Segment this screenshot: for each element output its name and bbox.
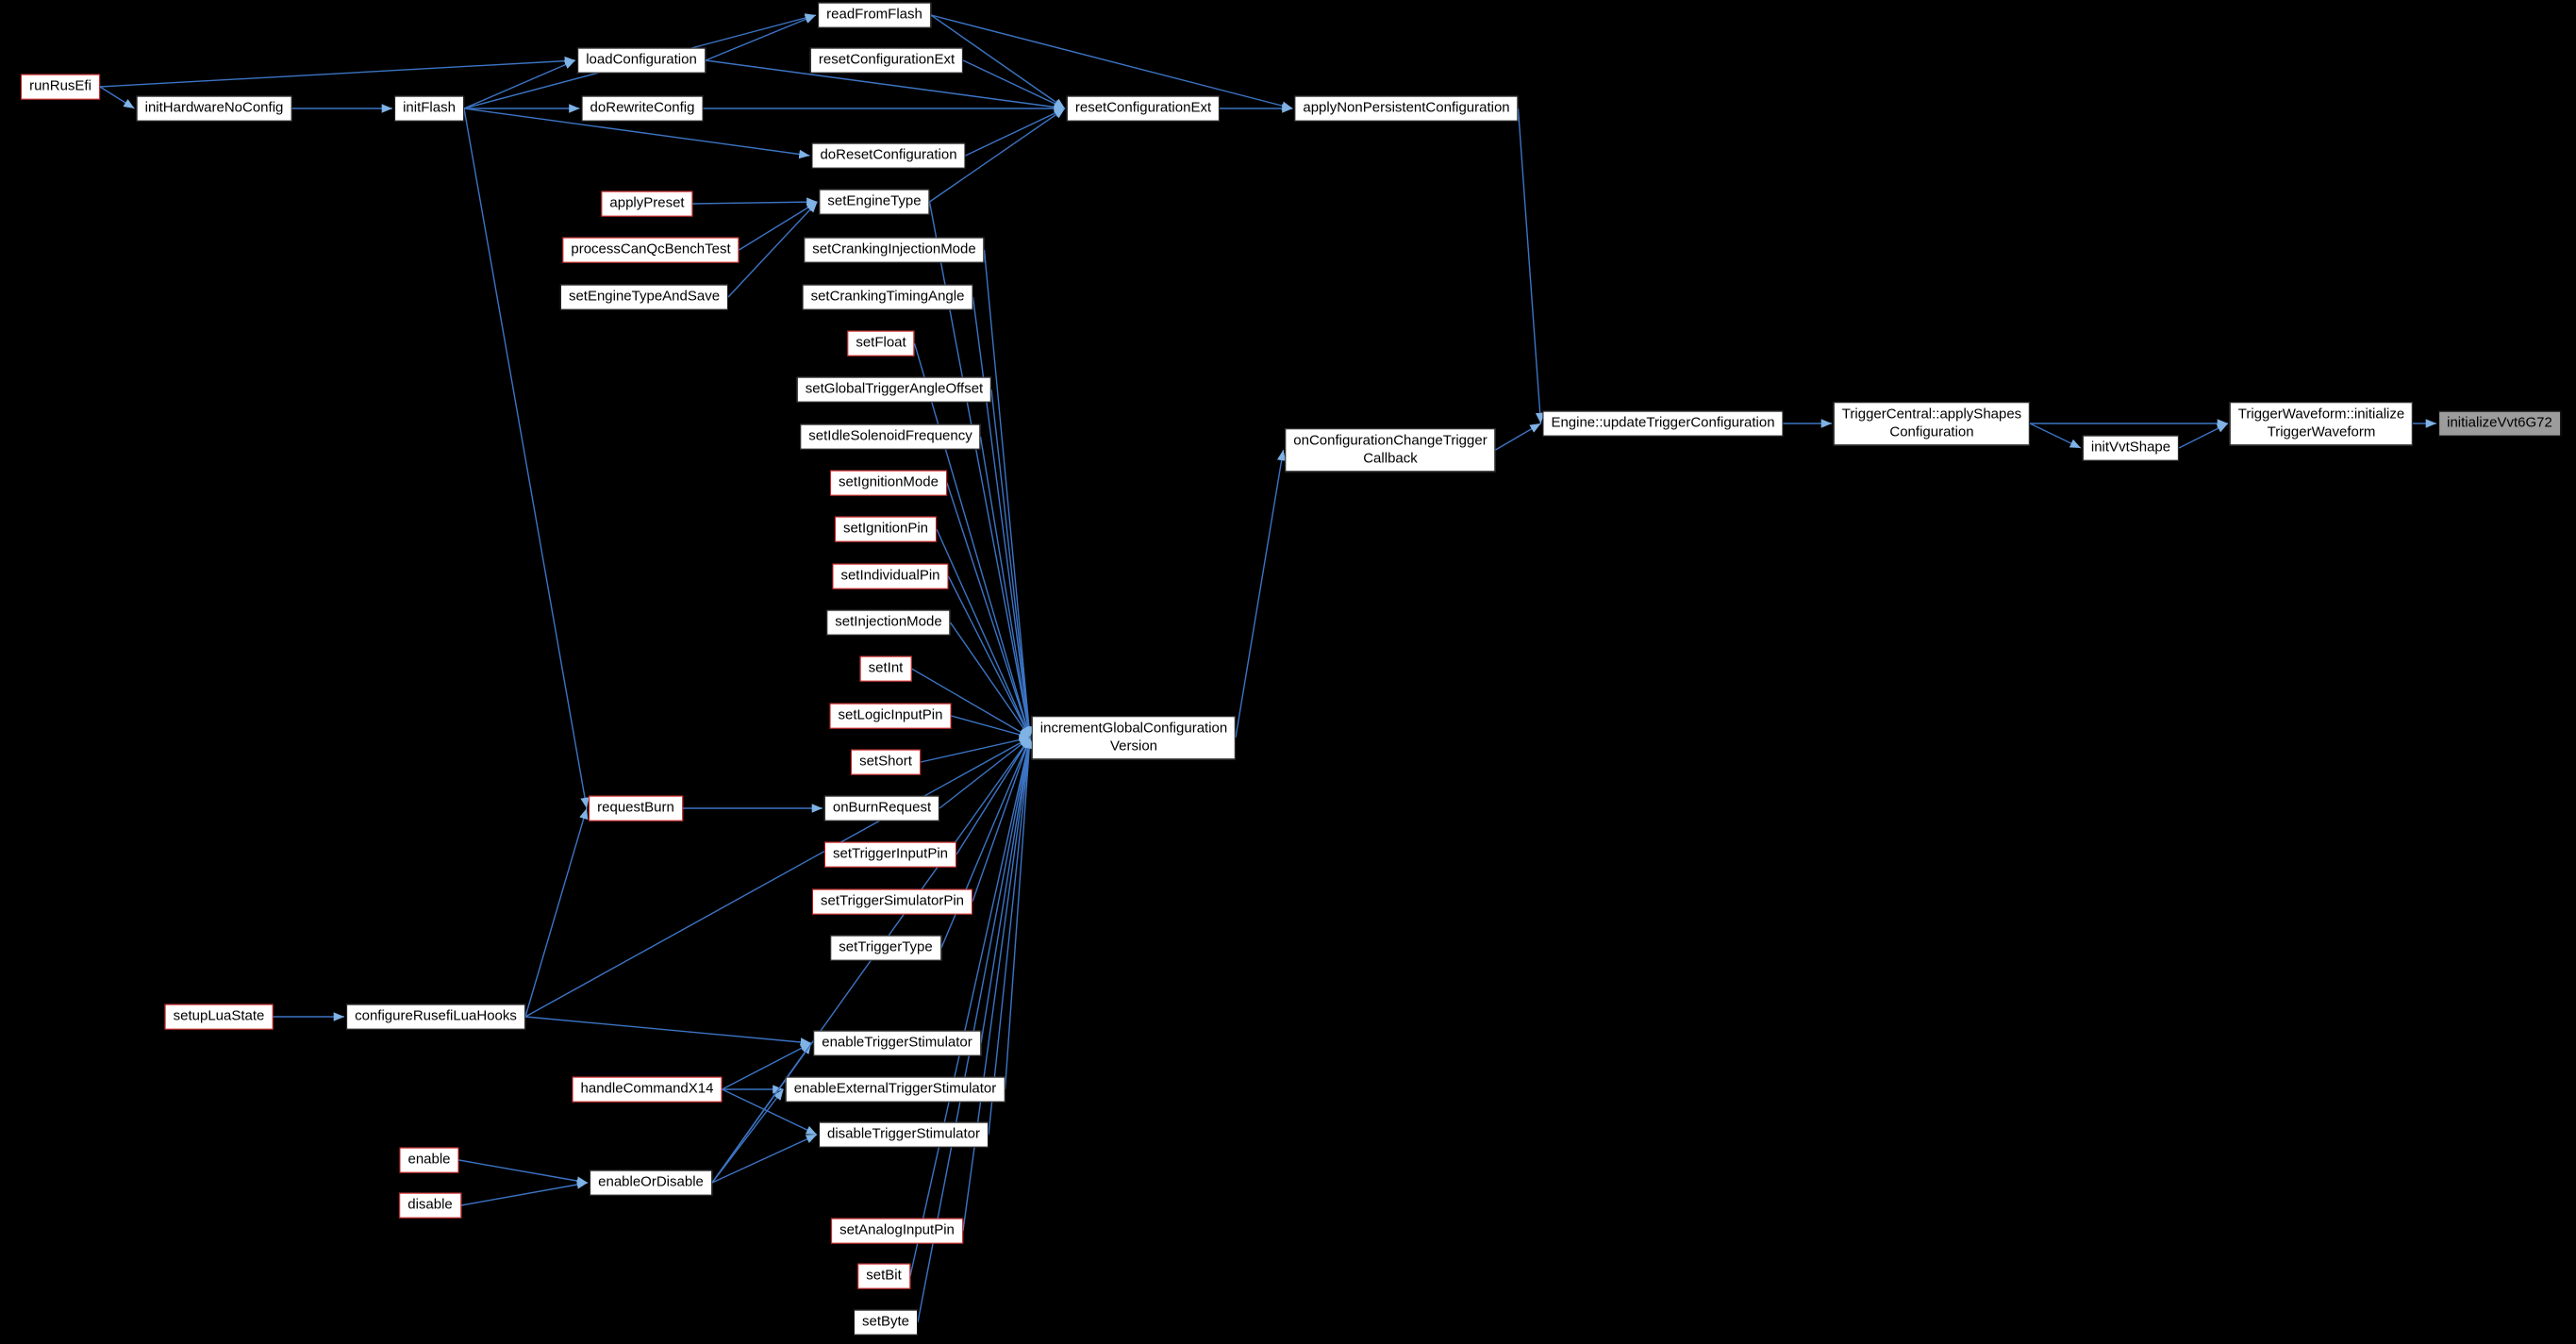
graph-node-setAnalogInputPin[interactable]: setAnalogInputPin bbox=[831, 1218, 963, 1244]
graph-node-doResetConfiguration[interactable]: doResetConfiguration bbox=[811, 142, 966, 169]
graph-node-incrementGlobalConfigurationVersion[interactable]: incrementGlobalConfiguration Version bbox=[1031, 716, 1237, 759]
graph-node-doRewriteConfig[interactable]: doRewriteConfig bbox=[581, 95, 704, 122]
graph-node-resetConfigurationExt1[interactable]: resetConfigurationExt bbox=[809, 47, 964, 74]
graph-node-onConfigurationChangeTriggerCallback[interactable]: onConfigurationChangeTrigger Callback bbox=[1285, 428, 1496, 472]
call-edge-configureRusefiLuaHooks-to-enableTriggerStimulator bbox=[524, 1016, 812, 1047]
call-edge-applyNonPersistentConfiguration-to-engineUpdateTriggerConfiguration bbox=[1517, 108, 1545, 424]
call-edge-loadConfiguration-to-resetConfigurationExt2 bbox=[705, 59, 1066, 112]
graph-node-applyPreset[interactable]: applyPreset bbox=[601, 191, 693, 217]
call-edge-handleCommandX14-to-enableTriggerStimulator bbox=[722, 1042, 812, 1090]
call-edge-enableOrDisable-to-disableTriggerStimulator bbox=[711, 1134, 818, 1184]
graph-node-triggerCentralApplyShapesConfiguration[interactable]: TriggerCentral::applyShapes Configuratio… bbox=[1833, 402, 2031, 445]
call-edge-doResetConfiguration-to-resetConfigurationExt2 bbox=[965, 108, 1066, 157]
call-edge-loadConfiguration-to-readFromFlash bbox=[705, 14, 817, 61]
graph-node-setGlobalTriggerAngleOffset[interactable]: setGlobalTriggerAngleOffset bbox=[796, 376, 992, 403]
call-edge-setIndividualPin-to-incrementGlobalConfigurationVersion bbox=[947, 575, 1031, 738]
graph-node-setEngineType[interactable]: setEngineType bbox=[819, 189, 930, 215]
graph-node-setShort[interactable]: setShort bbox=[851, 749, 921, 775]
graph-node-setBit[interactable]: setBit bbox=[857, 1263, 910, 1289]
call-edge-setGlobalTriggerAngleOffset-to-incrementGlobalConfigurationVersion bbox=[990, 389, 1034, 738]
call-edge-initFlash-to-requestBurn bbox=[463, 108, 590, 809]
call-edge-setTriggerSimulatorPin-to-incrementGlobalConfigurationVersion bbox=[972, 737, 1031, 903]
graph-node-engineUpdateTriggerConfiguration[interactable]: Engine::updateTriggerConfiguration bbox=[1542, 410, 1784, 437]
call-edge-setBit-to-incrementGlobalConfigurationVersion bbox=[909, 737, 1033, 1277]
call-edge-handleCommandX14-to-disableTriggerStimulator bbox=[722, 1088, 818, 1136]
call-edge-setCrankingTimingAngle-to-incrementGlobalConfigurationVersion bbox=[972, 296, 1034, 738]
graph-node-requestBurn[interactable]: requestBurn bbox=[589, 795, 683, 821]
call-edge-configureRusefiLuaHooks-to-incrementGlobalConfigurationVersion bbox=[524, 737, 1031, 1018]
graph-node-initHardwareNoConfig[interactable]: initHardwareNoConfig bbox=[136, 95, 292, 122]
call-edge-onConfigurationChangeTriggerCallback-to-engineUpdateTriggerConfiguration bbox=[1495, 423, 1541, 451]
call-edge-setCrankingInjectionMode-to-incrementGlobalConfigurationVersion bbox=[983, 249, 1034, 738]
call-edge-initFlash-to-loadConfiguration bbox=[463, 59, 576, 109]
graph-node-setInjectionMode[interactable]: setInjectionMode bbox=[826, 609, 951, 636]
graph-node-triggerWaveformInitializeTriggerWaveform[interactable]: TriggerWaveform::initialize TriggerWavef… bbox=[2229, 402, 2414, 445]
graph-node-setCrankingTimingAngle[interactable]: setCrankingTimingAngle bbox=[802, 284, 973, 310]
call-edge-setTriggerInputPin-to-incrementGlobalConfigurationVersion bbox=[956, 737, 1031, 855]
graph-node-initializeVvt6G72: initializeVvt6G72 bbox=[2438, 410, 2561, 437]
call-edge-setIgnitionMode-to-incrementGlobalConfigurationVersion bbox=[946, 482, 1032, 738]
call-edge-runRusEfi-to-initHardwareNoConfig bbox=[99, 86, 135, 109]
call-edge-disable-to-enableOrDisable bbox=[460, 1180, 589, 1206]
call-edge-processCanQcBenchTest-to-setEngineType bbox=[739, 201, 818, 251]
call-edge-setInt-to-incrementGlobalConfigurationVersion bbox=[911, 668, 1031, 738]
call-edge-setIdleSolenoidFrequency-to-incrementGlobalConfigurationVersion bbox=[979, 436, 1033, 738]
graph-node-initFlash[interactable]: initFlash bbox=[394, 95, 464, 122]
graph-node-setTriggerInputPin[interactable]: setTriggerInputPin bbox=[823, 841, 957, 868]
graph-node-setCrankingInjectionMode[interactable]: setCrankingInjectionMode bbox=[804, 237, 985, 263]
call-edge-setFloat-to-incrementGlobalConfigurationVersion bbox=[913, 342, 1032, 738]
graph-node-readFromFlash[interactable]: readFromFlash bbox=[818, 2, 931, 28]
graph-node-enableOrDisable[interactable]: enableOrDisable bbox=[590, 1170, 712, 1196]
graph-node-disable[interactable]: disable bbox=[399, 1192, 461, 1219]
graph-node-resetConfigurationExt2[interactable]: resetConfigurationExt bbox=[1066, 95, 1221, 122]
graph-node-onBurnRequest[interactable]: onBurnRequest bbox=[823, 795, 940, 821]
call-edge-initFlash-to-doResetConfiguration bbox=[463, 108, 810, 159]
call-edge-initVvtShape-to-triggerWaveformInitializeTriggerWaveform bbox=[2178, 423, 2229, 449]
call-edge-setIgnitionPin-to-incrementGlobalConfigurationVersion bbox=[936, 528, 1031, 738]
graph-node-handleCommandX14[interactable]: handleCommandX14 bbox=[572, 1076, 723, 1103]
graph-node-setLogicInputPin[interactable]: setLogicInputPin bbox=[829, 703, 952, 729]
graph-node-setTriggerSimulatorPin[interactable]: setTriggerSimulatorPin bbox=[812, 888, 972, 915]
graph-node-setupLuaState[interactable]: setupLuaState bbox=[164, 1004, 274, 1030]
call-edge-setEngineType-to-resetConfigurationExt2 bbox=[929, 108, 1066, 203]
call-edge-configureRusefiLuaHooks-to-requestBurn bbox=[524, 807, 589, 1018]
call-edge-setAnalogInputPin-to-incrementGlobalConfigurationVersion bbox=[962, 737, 1034, 1232]
graph-node-initVvtShape[interactable]: initVvtShape bbox=[2082, 435, 2180, 461]
call-edge-setShort-to-incrementGlobalConfigurationVersion bbox=[920, 735, 1031, 763]
graph-node-configureRusefiLuaHooks[interactable]: configureRusefiLuaHooks bbox=[346, 1004, 525, 1030]
graph-node-loadConfiguration[interactable]: loadConfiguration bbox=[577, 47, 706, 74]
call-edge-readFromFlash-to-resetConfigurationExt2 bbox=[930, 14, 1066, 109]
call-edge-runRusEfi-to-loadConfiguration bbox=[99, 56, 576, 88]
call-edge-resetConfigurationExt1-to-resetConfigurationExt2 bbox=[962, 59, 1066, 109]
graph-node-setIgnitionMode[interactable]: setIgnitionMode bbox=[830, 470, 947, 496]
graph-node-enable[interactable]: enable bbox=[399, 1147, 459, 1173]
call-edge-onBurnRequest-to-incrementGlobalConfigurationVersion bbox=[939, 737, 1031, 809]
graph-node-setInt[interactable]: setInt bbox=[859, 655, 912, 682]
call-edge-enableExternalTriggerStimulator-to-incrementGlobalConfigurationVersion bbox=[1004, 737, 1034, 1090]
graph-node-enableTriggerStimulator[interactable]: enableTriggerStimulator bbox=[813, 1030, 981, 1056]
graph-node-processCanQcBenchTest[interactable]: processCanQcBenchTest bbox=[562, 237, 740, 263]
call-edge-readFromFlash-to-applyNonPersistentConfiguration bbox=[930, 14, 1293, 110]
graph-node-applyNonPersistentConfiguration[interactable]: applyNonPersistentConfiguration bbox=[1294, 95, 1519, 122]
graph-node-setIdleSolenoidFrequency[interactable]: setIdleSolenoidFrequency bbox=[800, 423, 981, 450]
call-edge-applyPreset-to-setEngineType bbox=[692, 197, 818, 207]
call-edge-setLogicInputPin-to-incrementGlobalConfigurationVersion bbox=[951, 715, 1031, 739]
graph-node-setEngineTypeAndSave[interactable]: setEngineTypeAndSave bbox=[559, 284, 729, 310]
graph-node-setByte[interactable]: setByte bbox=[853, 1309, 919, 1336]
graph-node-setFloat[interactable]: setFloat bbox=[847, 330, 915, 357]
graph-node-setTriggerType[interactable]: setTriggerType bbox=[830, 935, 941, 961]
call-edge-enableTriggerStimulator-to-incrementGlobalConfigurationVersion bbox=[980, 737, 1033, 1044]
graph-node-setIgnitionPin[interactable]: setIgnitionPin bbox=[834, 516, 938, 542]
call-edge-setEngineTypeAndSave-to-setEngineType bbox=[727, 201, 819, 298]
graph-node-setIndividualPin[interactable]: setIndividualPin bbox=[832, 563, 949, 589]
call-edge-incrementGlobalConfigurationVersion-to-onConfigurationChangeTriggerCallback bbox=[1235, 449, 1287, 738]
call-edge-enable-to-enableOrDisable bbox=[458, 1159, 589, 1186]
graph-node-enableExternalTriggerStimulator[interactable]: enableExternalTriggerStimulator bbox=[785, 1076, 1005, 1103]
call-edge-triggerCentralApplyShapesConfiguration-to-initVvtShape bbox=[2029, 423, 2082, 449]
graph-node-disableTriggerStimulator[interactable]: disableTriggerStimulator bbox=[818, 1121, 989, 1148]
call-edge-disableTriggerStimulator-to-incrementGlobalConfigurationVersion bbox=[988, 737, 1034, 1136]
call-edge-setInjectionMode-to-incrementGlobalConfigurationVersion bbox=[949, 622, 1031, 738]
graph-node-runRusEfi[interactable]: runRusEfi bbox=[21, 74, 100, 100]
